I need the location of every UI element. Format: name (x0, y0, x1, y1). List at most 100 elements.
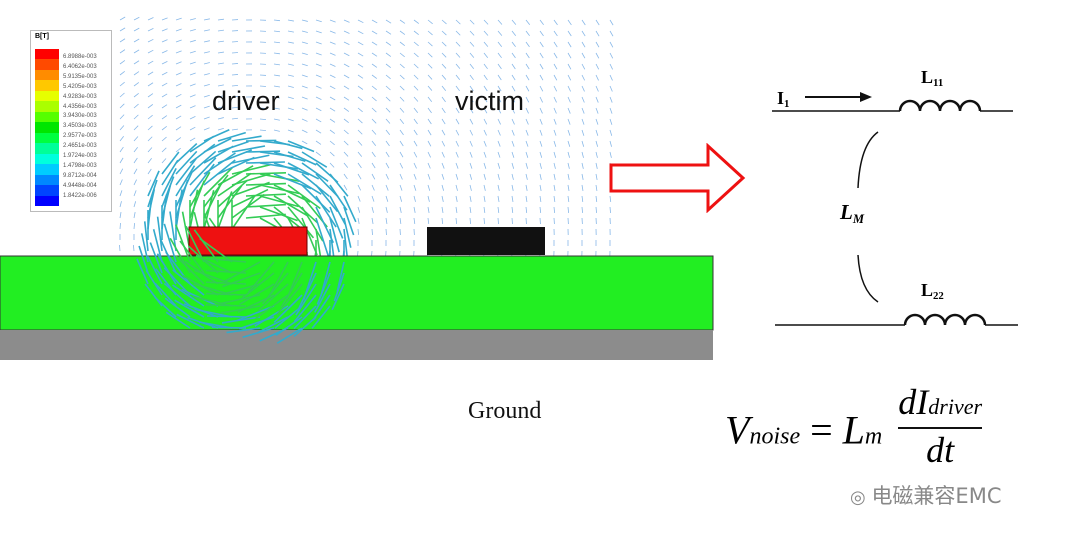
field-arrow (413, 85, 419, 91)
field-arrow (553, 74, 558, 81)
field-arrow (455, 30, 461, 36)
field-arrow (413, 162, 417, 169)
field-arrow (511, 195, 514, 202)
legend-swatch (35, 59, 59, 70)
field-arrow (175, 158, 197, 186)
field-arrow (119, 27, 126, 32)
field-arrow (273, 30, 281, 33)
field-arrow (152, 229, 163, 263)
field-arrow (399, 118, 405, 124)
field-arrow (331, 283, 345, 311)
field-arrow (539, 74, 544, 81)
field-arrow (231, 74, 239, 76)
field-arrow (175, 104, 182, 109)
field-arrow (497, 195, 500, 202)
field-arrow (511, 63, 516, 70)
legend-value: 4.9448e-004 (63, 182, 97, 189)
field-arrow (343, 162, 349, 168)
field-arrow (357, 206, 361, 213)
field-arrow (175, 142, 198, 164)
field-arrow (119, 222, 121, 230)
field-arrow (427, 129, 432, 136)
ground-label: Ground (468, 398, 542, 424)
field-arrow (469, 195, 472, 202)
field-arrow (483, 52, 489, 58)
field-arrow (539, 52, 544, 59)
field-arrow (595, 129, 599, 136)
field-arrow (357, 74, 364, 79)
field-arrow (293, 316, 317, 337)
field-arrow (525, 107, 529, 114)
field-arrow (119, 146, 124, 153)
field-arrow (385, 162, 390, 169)
field-arrow (567, 74, 572, 81)
coupling-circuit (772, 92, 1018, 326)
field-arrow (161, 104, 168, 109)
field-arrow (315, 118, 322, 123)
field-arrow (259, 173, 300, 182)
field-arrow (205, 292, 247, 296)
field-arrow (259, 195, 299, 208)
field-arrow (553, 151, 557, 158)
field-arrow (567, 107, 571, 114)
field-arrow (133, 244, 135, 252)
field-arrow (525, 52, 530, 59)
field-arrow (259, 184, 300, 195)
field-arrow (175, 137, 182, 142)
field-arrow (581, 63, 586, 70)
field-arrow (147, 136, 153, 142)
legend-swatch (35, 195, 59, 207)
field-arrow (329, 74, 336, 79)
field-arrow (175, 126, 182, 131)
legend-swatch (35, 69, 59, 81)
legend-swatch (35, 143, 59, 154)
field-arrow (609, 151, 612, 158)
field-arrow (371, 85, 377, 91)
field-arrow (441, 74, 447, 80)
field-arrow (539, 118, 543, 125)
field-arrow (161, 93, 168, 98)
field-arrow (273, 74, 280, 77)
field-arrow (217, 62, 224, 65)
field-arrow (497, 151, 501, 158)
field-arrow (192, 295, 233, 307)
legend-swatch (35, 122, 59, 133)
field-arrow (176, 313, 205, 329)
field-arrow (581, 173, 584, 180)
field-arrow (273, 140, 303, 150)
field-arrow (329, 173, 349, 197)
field-arrow (427, 96, 433, 102)
field-arrow (287, 118, 294, 122)
field-arrow (206, 257, 247, 263)
field-arrow (343, 206, 355, 236)
field-arrow (413, 195, 416, 202)
field-arrow (343, 74, 350, 79)
field-arrow (525, 151, 529, 158)
field-arrow (567, 151, 570, 158)
field-arrow (206, 281, 247, 285)
field-arrow (581, 30, 586, 37)
field-arrow (175, 115, 182, 120)
legend-swatch (35, 164, 59, 175)
field-arrow (525, 63, 530, 70)
field-arrow (273, 41, 281, 44)
field-arrow (581, 41, 586, 48)
field-arrow (221, 316, 261, 324)
field-arrow (147, 179, 158, 208)
field-arrow (161, 176, 175, 208)
field-arrow (119, 201, 122, 208)
field-arrow (119, 125, 125, 131)
field-arrow (581, 74, 586, 81)
field-arrow (273, 19, 281, 22)
field-arrow (329, 217, 340, 253)
field-arrow (315, 74, 322, 78)
i1-label: I1 (777, 88, 790, 110)
field-arrow (469, 107, 474, 114)
field-arrow (161, 147, 167, 153)
field-arrow (217, 29, 224, 32)
field-arrow (343, 118, 349, 124)
field-arrow (203, 18, 210, 21)
field-arrow (273, 96, 280, 99)
field-arrow (553, 162, 556, 169)
